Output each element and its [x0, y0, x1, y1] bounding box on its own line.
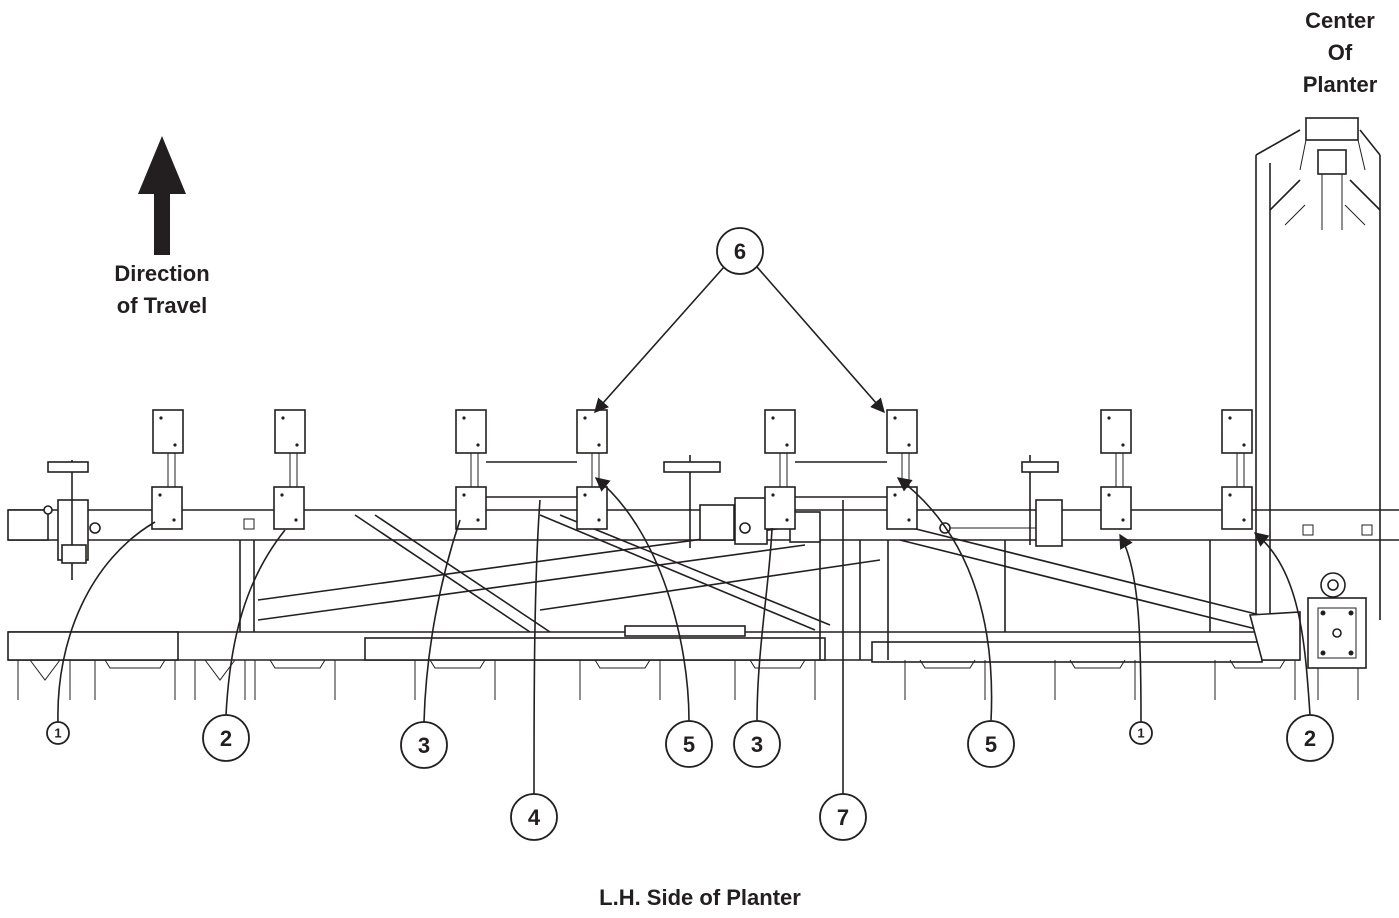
mechanism-left	[43, 460, 101, 580]
mechanism-center-right	[939, 455, 1063, 547]
diagram-caption: L.H. Side of Planter	[599, 885, 801, 910]
upper-marker-plate	[274, 409, 306, 454]
callout-3: 3	[733, 720, 781, 768]
callout-5: 5	[967, 720, 1015, 768]
callout-number: 5	[683, 732, 695, 757]
callout-leader-line	[594, 266, 725, 414]
lower-mount-bracket	[576, 486, 608, 530]
lower-mount-bracket	[886, 486, 918, 530]
lower-frame	[7, 540, 1300, 663]
callout-circles: 1 2 3 4 5 3 5 1 2 6 7	[46, 227, 1334, 841]
center-label-line-2: Of	[1328, 40, 1353, 65]
marker-plate-assembly	[151, 409, 184, 530]
direction-arrow-icon	[138, 136, 186, 255]
upper-marker-plate	[1221, 409, 1253, 454]
direction-of-travel: Direction of Travel	[114, 136, 210, 318]
callout-leader-line	[594, 477, 690, 722]
marker-plate-assembly	[1100, 409, 1132, 530]
mechanism-center-left	[663, 455, 821, 548]
callout-number: 2	[220, 726, 232, 751]
callout-4: 4	[510, 793, 558, 841]
callout-number: 1	[1137, 726, 1144, 741]
callout-1: 1	[1129, 721, 1153, 745]
diagonal-braces	[257, 514, 1301, 661]
callout-circle	[46, 721, 70, 745]
callout-circle	[967, 720, 1015, 768]
upper-marker-plate	[455, 409, 487, 454]
callout-circle	[733, 720, 781, 768]
callout-circle	[400, 721, 448, 769]
lower-mount-bracket	[151, 486, 183, 530]
callout-leader-line	[225, 529, 286, 716]
lower-mount-bracket	[1221, 486, 1253, 530]
callout-number: 4	[528, 805, 541, 830]
marker-plates	[151, 409, 1253, 530]
callout-leaders	[57, 266, 1311, 795]
callout-number: 3	[751, 732, 763, 757]
direction-label-line-1: Direction	[114, 261, 209, 286]
callout-number: 3	[418, 733, 430, 758]
row-unit-clamps	[17, 659, 1296, 700]
callout-leader-line	[1119, 533, 1142, 723]
callout-number: 6	[734, 239, 746, 264]
callout-leader-line	[756, 527, 773, 722]
center-label-line-3: Planter	[1303, 72, 1378, 97]
marker-plate-assembly	[764, 409, 796, 530]
callout-circle	[202, 714, 250, 762]
callout-2: 2	[1286, 714, 1334, 762]
marker-plate-assembly	[273, 409, 306, 530]
callout-leader-line	[1253, 532, 1311, 716]
callout-leader-line	[896, 477, 993, 722]
lower-mount-bracket	[455, 486, 487, 530]
center-frame-tower	[1255, 117, 1381, 700]
upper-marker-plate	[886, 409, 918, 454]
callout-2: 2	[202, 714, 250, 762]
lower-mount-bracket	[273, 486, 305, 530]
marker-mechanisms	[43, 455, 1063, 580]
marker-plate-assembly	[576, 409, 608, 530]
callout-7: 7	[819, 793, 867, 841]
upper-marker-plate	[1100, 409, 1132, 454]
center-of-planter-label: Center Of Planter	[1303, 8, 1378, 97]
callout-circle	[819, 793, 867, 841]
callout-leader-line	[57, 521, 156, 723]
callout-leader-line	[533, 499, 541, 795]
callout-number: 1	[54, 726, 61, 741]
callout-circle	[1286, 714, 1334, 762]
upper-marker-plate	[764, 409, 796, 454]
callout-circle	[716, 227, 764, 275]
callout-3: 3	[400, 721, 448, 769]
callout-number: 7	[837, 805, 849, 830]
callout-6: 6	[716, 227, 764, 275]
marker-plate-assembly	[1221, 409, 1253, 530]
direction-label-line-2: of Travel	[117, 293, 207, 318]
center-label-line-1: Center	[1305, 8, 1375, 33]
upper-marker-plate	[576, 409, 608, 454]
lower-mount-bracket	[1100, 486, 1132, 530]
callout-number: 2	[1304, 726, 1316, 751]
callout-number: 5	[985, 732, 997, 757]
marker-plate-assembly	[455, 409, 487, 530]
callout-1: 1	[46, 721, 70, 745]
upper-marker-plate	[152, 409, 184, 454]
callout-leader-line	[423, 519, 461, 723]
callout-circle	[1129, 721, 1153, 745]
callout-5: 5	[665, 720, 713, 768]
callout-circle	[665, 720, 713, 768]
callout-leader-line	[756, 266, 885, 414]
marker-plate-assembly	[886, 409, 918, 530]
callout-circle	[510, 793, 558, 841]
lower-mount-bracket	[764, 486, 796, 530]
